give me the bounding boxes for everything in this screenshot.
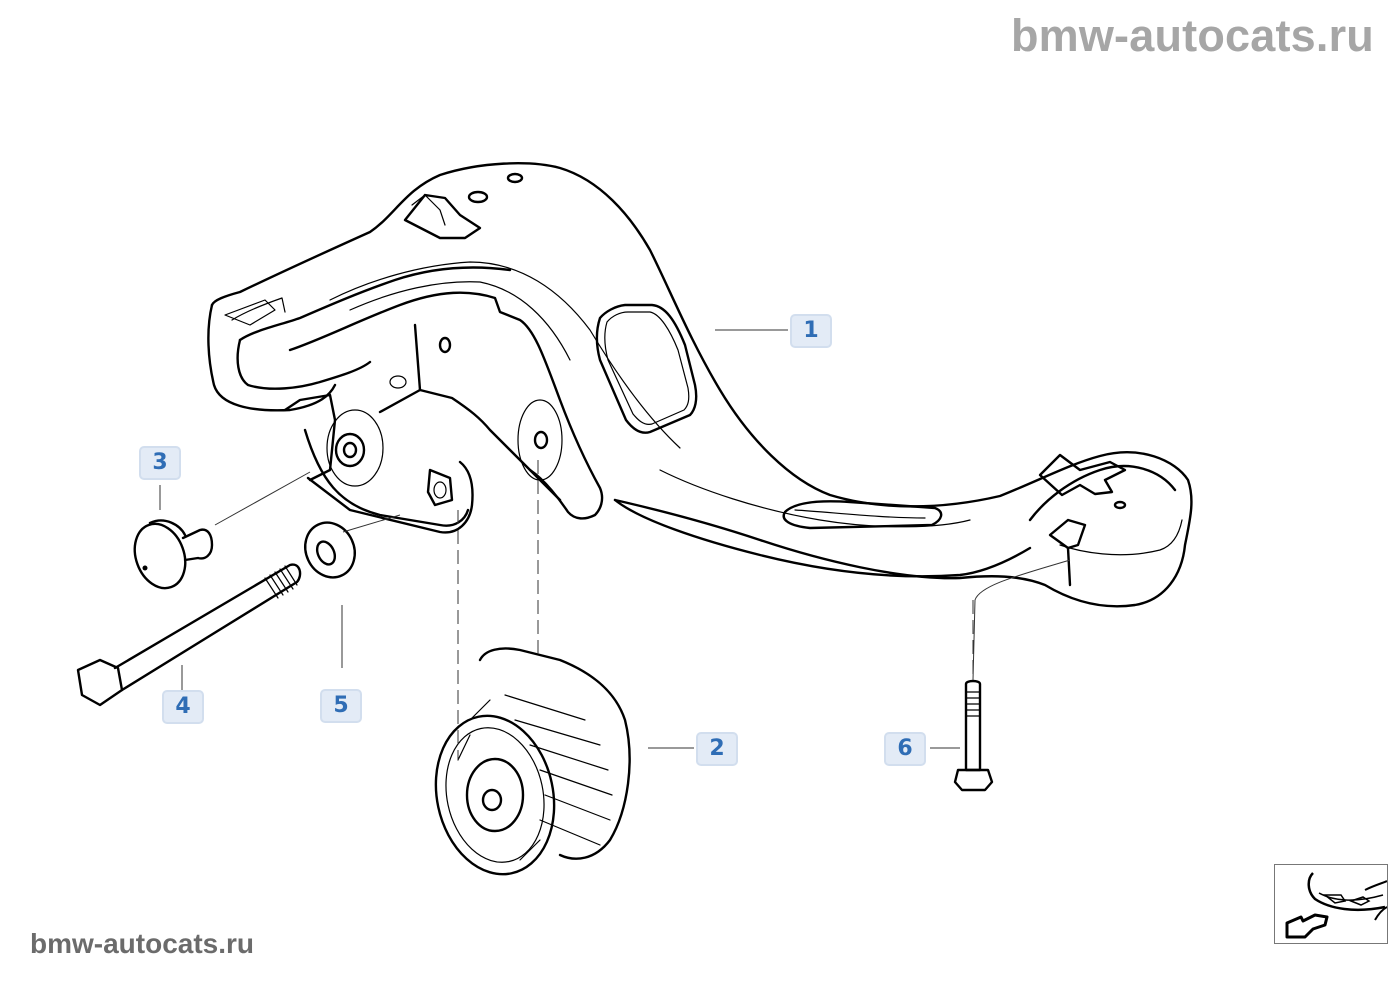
leader-lines [159, 329, 1071, 760]
watermark-bottom: bmw-autocats.ru [30, 928, 255, 959]
callout-2[interactable]: 2 [696, 732, 738, 766]
watermark-top: bmw-autocats.ru [1010, 10, 1374, 61]
part-6-hex-bolt-short[interactable] [953, 679, 994, 792]
car-front-arrow-icon [1285, 872, 1388, 939]
part-2-rubber-mount[interactable] [422, 647, 631, 885]
callout-4[interactable]: 4 [162, 690, 204, 724]
part-1-carrier-bracket[interactable] [207, 162, 1193, 608]
part-3-stop-buffer[interactable] [126, 517, 214, 595]
part-4-hex-bolt-long[interactable] [76, 563, 302, 707]
callout-3[interactable]: 3 [139, 446, 181, 480]
callout-5[interactable]: 5 [320, 689, 362, 723]
navigation-thumbnail-button[interactable] [1274, 864, 1388, 944]
callout-6[interactable]: 6 [884, 732, 926, 766]
part-5-washer[interactable] [296, 514, 363, 585]
callout-1[interactable]: 1 [790, 314, 832, 348]
